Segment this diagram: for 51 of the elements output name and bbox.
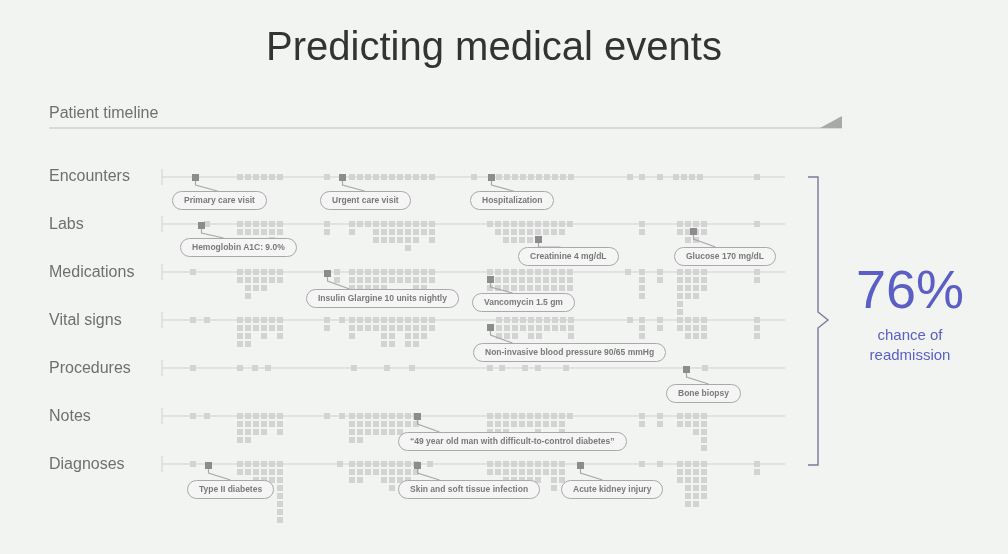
event-marker: [413, 461, 421, 469]
event-marker: [486, 323, 494, 331]
callout-label: Hospitalization: [470, 191, 555, 210]
row-label: Vital signs: [49, 311, 122, 329]
leader-line: [416, 419, 441, 433]
callout-label: Primary care visit: [172, 191, 267, 210]
leader-line: [685, 372, 710, 385]
callout-label: Hemoglobin A1C: 9.0%: [180, 238, 297, 257]
leader-line: [490, 180, 515, 192]
callout-label: Bone biopsy: [666, 384, 741, 403]
callout-label: Creatinine 4 mg/dL: [518, 247, 619, 266]
leader-line: [207, 468, 232, 481]
event-marker: [323, 269, 331, 277]
callout-label: Type II diabetes: [187, 480, 275, 499]
event-marker: [682, 365, 690, 373]
callout-label: Skin and soft tissue infection: [398, 480, 541, 499]
callout-label: Glucose 170 mg/dL: [674, 247, 776, 266]
event-marker: [338, 173, 346, 181]
callout-label: Urgent care visit: [320, 191, 411, 210]
leader-line: [341, 180, 366, 192]
event-marker: [487, 173, 495, 181]
percentage-value: 76%: [856, 258, 965, 320]
row-label: Encounters: [49, 167, 130, 185]
callout-label: Insulin Glargine 10 units nightly: [306, 289, 459, 308]
leader-line: [692, 234, 717, 248]
caption-text: chance of readmission: [868, 325, 952, 365]
row-label: Patient timeline: [49, 104, 159, 122]
leader-line: [489, 330, 514, 344]
row-label: Medications: [49, 263, 135, 281]
callout-label: Acute kidney injury: [561, 480, 664, 499]
leader-line: [326, 276, 351, 290]
event-marker: [413, 412, 421, 420]
title: Predicting medical events: [265, 24, 723, 69]
callout-label: “49 year old man with difficult-to-control diabetes”: [398, 432, 627, 451]
leader-line: [579, 468, 604, 481]
row-label: Diagnoses: [49, 455, 125, 473]
leader-line: [416, 468, 441, 481]
leader-line: [489, 282, 514, 294]
event-marker: [191, 173, 199, 181]
callout-label: Vancomycin 1.5 gm: [472, 293, 575, 312]
event-marker: [689, 227, 697, 235]
event-marker: [486, 275, 494, 283]
row-label: Notes: [49, 407, 91, 425]
event-marker: [197, 221, 205, 229]
event-marker: [204, 461, 212, 469]
event-marker: [576, 461, 584, 469]
row-label: Labs: [49, 215, 84, 233]
callout-label: Non-invasive blood pressure 90/65 mmHg: [473, 343, 667, 362]
event-marker: [534, 235, 542, 243]
row-label: Procedures: [49, 359, 131, 377]
leader-line: [194, 180, 219, 192]
